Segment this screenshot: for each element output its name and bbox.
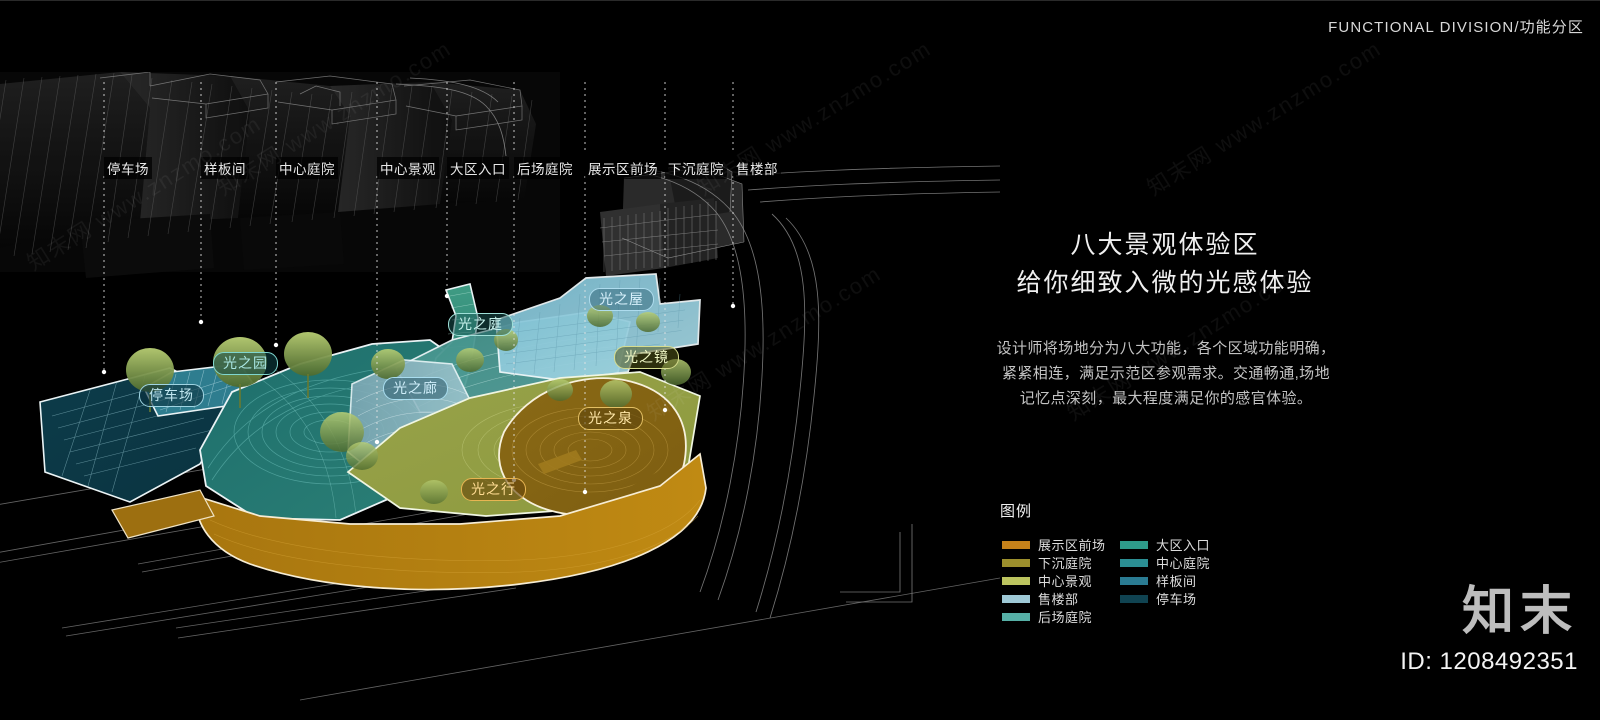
leader-end-dot <box>444 293 450 299</box>
legend-swatch <box>1002 612 1030 621</box>
legend-label: 停车场 <box>1156 592 1197 607</box>
legend-label: 下沉庭院 <box>1038 556 1093 571</box>
callout-label: 售楼部 <box>733 157 781 179</box>
legend-swatch <box>1002 540 1030 549</box>
callout-label: 下沉庭院 <box>665 157 727 179</box>
legend-title: 图例 <box>1000 503 1033 520</box>
legend-column-left: 展示区前场下沉庭院中心景观售楼部后场庭院 <box>1002 536 1106 626</box>
road-network <box>395 77 1000 619</box>
leader-end-dot <box>582 489 588 495</box>
tree <box>284 332 332 398</box>
callout-label: 展示区前场 <box>585 157 661 179</box>
callout-label: 停车场 <box>104 157 152 179</box>
zone-path-left-wedge <box>111 489 215 539</box>
callout-label: 后场庭院 <box>514 157 576 179</box>
callout-leader-dots <box>101 293 736 495</box>
legend-item: 售楼部 <box>1002 590 1106 607</box>
tree <box>547 379 573 401</box>
legend-label: 大区入口 <box>1156 538 1211 553</box>
leader-end-dot <box>374 439 380 445</box>
legend-swatch <box>1002 576 1030 585</box>
headline-line-2: 给你细致入微的光感体验 <box>1016 269 1314 297</box>
header-divider <box>0 0 1600 1</box>
zone-label-光之镜: 光之镜 <box>614 346 679 369</box>
tree <box>636 312 660 332</box>
legend-swatch <box>1120 558 1148 567</box>
headline-line-1: 八大景观体验区 <box>1070 231 1260 259</box>
tree <box>371 349 405 379</box>
legend-item: 下沉庭院 <box>1002 554 1106 571</box>
legend-item: 展示区前场 <box>1002 536 1106 553</box>
leader-end-dot <box>101 369 107 375</box>
legend-item: 中心庭院 <box>1120 554 1210 571</box>
legend-item: 中心景观 <box>1002 572 1106 589</box>
zone-label-光之廊: 光之廊 <box>383 377 448 400</box>
callout-label: 中心景观 <box>377 157 439 179</box>
zone-label-光之行: 光之行 <box>461 478 526 501</box>
legend-item: 大区入口 <box>1120 536 1210 553</box>
legend-label: 样板间 <box>1156 574 1197 589</box>
legend-label: 展示区前场 <box>1038 538 1106 553</box>
zone-label-停车场: 停车场 <box>139 384 204 407</box>
zone-label-光之园: 光之园 <box>213 352 278 375</box>
tree <box>320 412 364 452</box>
leader-end-dot <box>198 319 204 325</box>
tree <box>456 348 484 372</box>
legend-item: 停车场 <box>1120 590 1210 607</box>
callout-label: 大区入口 <box>447 157 509 179</box>
headline: 八大景观体验区 给你细致入微的光感体验 <box>1000 226 1330 302</box>
legend-label: 中心景观 <box>1038 574 1093 589</box>
zone-path <box>195 452 707 591</box>
zone-label-光之屋: 光之屋 <box>589 288 654 311</box>
leader-end-dot <box>273 342 279 348</box>
legend-swatch <box>1002 558 1030 567</box>
site-watermark: 知末网 www.znzmo.com <box>1142 35 1386 201</box>
legend-item: 后场庭院 <box>1002 608 1106 625</box>
legend-swatch <box>1120 594 1148 603</box>
description-paragraph: 设计师将场地分为八大功能，各个区域功能明确，紧紧相连，满足示范区参观需求。交通畅… <box>996 340 1336 407</box>
legend-swatch <box>1120 576 1148 585</box>
callout-label: 中心庭院 <box>276 157 338 179</box>
brand-watermark: 知末 <box>1461 583 1578 641</box>
legend-item: 样板间 <box>1120 572 1210 589</box>
legend-label: 后场庭院 <box>1038 610 1093 625</box>
callout-leader-lines <box>103 82 734 492</box>
legend-swatch <box>1120 540 1148 549</box>
tree <box>420 480 448 504</box>
tree <box>600 380 632 408</box>
zone-label-光之庭: 光之庭 <box>448 313 513 336</box>
callout-label: 样板间 <box>201 157 249 179</box>
tree <box>346 442 378 470</box>
legend-swatch <box>1002 594 1030 603</box>
asset-id: ID: 1208492351 <box>1400 648 1578 675</box>
page-title: FUNCTIONAL DIVISION/功能分区 <box>1328 19 1584 36</box>
site-plan-map: 停车场样板间中心庭院中心景观大区入口后场庭院展示区前场下沉庭院售楼部 光之园停车… <box>0 72 1000 720</box>
legend-label: 售楼部 <box>1038 592 1079 607</box>
legend-column-right: 大区入口中心庭院样板间停车场 <box>1120 536 1210 608</box>
leader-end-dot <box>730 303 736 309</box>
zone-label-光之泉: 光之泉 <box>578 407 643 430</box>
leader-end-dot <box>662 407 668 413</box>
legend-label: 中心庭院 <box>1156 556 1211 571</box>
